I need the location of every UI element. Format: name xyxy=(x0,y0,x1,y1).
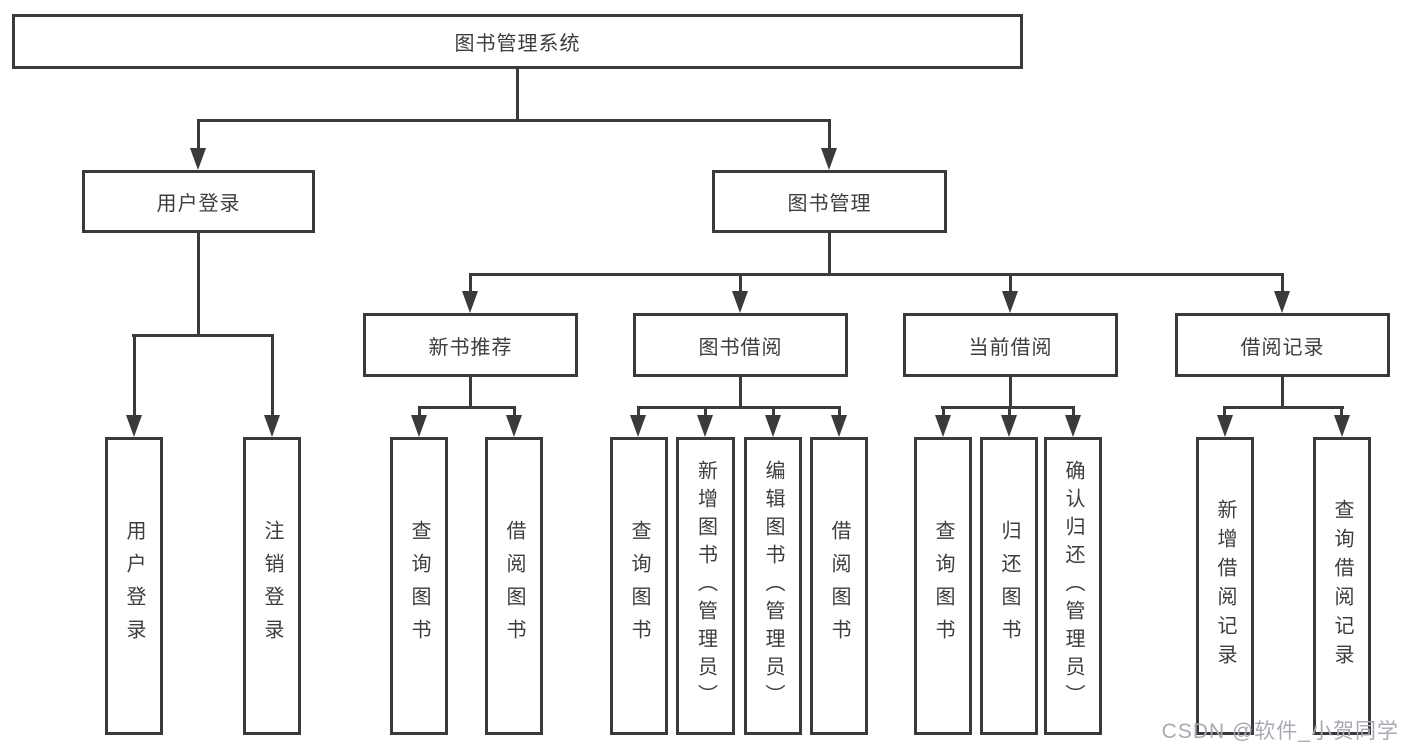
connector-stem xyxy=(1009,377,1012,409)
arrowhead-icon xyxy=(821,148,837,170)
connector-root-stem xyxy=(516,69,519,119)
connector-branch xyxy=(637,406,841,409)
connector-stem xyxy=(1009,273,1012,293)
node-book-borrow: 图书借阅 xyxy=(633,313,848,377)
leaf-add-book-admin-label: 新增图书（管理员） xyxy=(694,460,717,712)
arrowhead-icon xyxy=(831,415,847,437)
connector-stem xyxy=(739,377,742,409)
leaf-borrow-book-recommend: 借阅图书 xyxy=(485,437,543,735)
connector-stem xyxy=(637,406,640,419)
leaf-add-borrow-record: 新增借阅记录 xyxy=(1196,437,1254,735)
arrowhead-icon xyxy=(462,291,478,313)
connector-stem xyxy=(1340,406,1343,419)
connector-stem xyxy=(271,334,274,419)
arrowhead-icon xyxy=(411,415,427,437)
arrowhead-icon xyxy=(1217,415,1233,437)
connector-stem xyxy=(838,406,841,419)
connector-branch xyxy=(469,273,1284,276)
node-borrow-records-label: 借阅记录 xyxy=(1240,336,1325,359)
connector-root-branch xyxy=(197,119,831,122)
arrowhead-icon xyxy=(765,415,781,437)
leaf-query-borrow-record: 查询借阅记录 xyxy=(1313,437,1371,735)
arrowhead-icon xyxy=(630,415,646,437)
connector-stem xyxy=(772,406,775,419)
leaf-query-book-borrow-label: 查询图书 xyxy=(628,520,650,652)
leaf-logout-label: 注销登录 xyxy=(261,520,283,652)
node-user-login-label: 用户登录 xyxy=(156,193,241,215)
arrowhead-icon xyxy=(935,415,951,437)
node-book-management-label: 图书管理 xyxy=(787,193,872,215)
leaf-confirm-return-admin: 确认归还（管理员） xyxy=(1044,437,1102,735)
connector-stem xyxy=(828,119,831,150)
connector-stem xyxy=(828,233,831,276)
leaf-logout: 注销登录 xyxy=(243,437,301,735)
leaf-confirm-return-admin-label: 确认归还（管理员） xyxy=(1062,460,1084,712)
arrowhead-icon xyxy=(126,415,142,437)
connector-stem xyxy=(1281,377,1284,409)
arrowhead-icon xyxy=(264,415,280,437)
connector-stem xyxy=(704,406,707,419)
connector-branch xyxy=(418,406,516,409)
node-root-label: 图书管理系统 xyxy=(454,33,581,55)
connector-stem xyxy=(197,233,200,337)
watermark-text: CSDN @软件_小贺同学 xyxy=(1161,720,1399,743)
leaf-return-book-label: 归还图书 xyxy=(998,520,1020,652)
connector-stem xyxy=(942,406,945,419)
connector-stem xyxy=(1223,406,1226,419)
node-book-borrow-label: 图书借阅 xyxy=(698,336,783,359)
leaf-query-book-borrow: 查询图书 xyxy=(610,437,668,735)
leaf-user-login: 用户登录 xyxy=(105,437,163,735)
leaf-add-borrow-record-label: 新增借阅记录 xyxy=(1214,499,1236,673)
leaf-query-book-current-label: 查询图书 xyxy=(932,520,954,652)
connector-branch xyxy=(1223,406,1344,409)
leaf-user-login-label: 用户登录 xyxy=(123,520,145,652)
leaf-borrow-book-borrow: 借阅图书 xyxy=(810,437,868,735)
leaf-borrow-book-borrow-label: 借阅图书 xyxy=(828,520,850,652)
connector-stem xyxy=(469,377,472,409)
arrowhead-icon xyxy=(732,291,748,313)
arrowhead-icon xyxy=(1001,415,1017,437)
leaf-edit-book-admin-label: 编辑图书（管理员） xyxy=(762,460,784,712)
leaf-borrow-book-recommend-label: 借阅图书 xyxy=(503,520,525,652)
connector-stem xyxy=(1281,273,1284,293)
node-current-borrow-label: 当前借阅 xyxy=(968,336,1053,359)
leaf-edit-book-admin: 编辑图书（管理员） xyxy=(744,437,802,735)
leaf-query-book-recommend-label: 查询图书 xyxy=(408,520,430,652)
arrowhead-icon xyxy=(1065,415,1081,437)
connector-stem xyxy=(1008,406,1011,419)
leaf-add-book-admin: 新增图书（管理员） xyxy=(676,437,735,735)
arrowhead-icon xyxy=(1334,415,1350,437)
node-user-login: 用户登录 xyxy=(82,170,315,233)
node-borrow-records: 借阅记录 xyxy=(1175,313,1390,377)
connector-stem xyxy=(197,119,200,150)
leaf-query-book-recommend: 查询图书 xyxy=(390,437,448,735)
connector-stem xyxy=(469,273,472,293)
connector-stem xyxy=(1072,406,1075,419)
connector-stem xyxy=(418,406,421,419)
arrowhead-icon xyxy=(1002,291,1018,313)
connector-stem xyxy=(739,273,742,293)
arrowhead-icon xyxy=(506,415,522,437)
connector-stem xyxy=(133,334,136,419)
arrowhead-icon xyxy=(697,415,713,437)
node-current-borrow: 当前借阅 xyxy=(903,313,1118,377)
connector-branch xyxy=(132,334,274,337)
node-root: 图书管理系统 xyxy=(12,14,1023,69)
node-book-management: 图书管理 xyxy=(712,170,947,233)
arrowhead-icon xyxy=(190,148,206,170)
leaf-query-book-current: 查询图书 xyxy=(914,437,972,735)
leaf-return-book: 归还图书 xyxy=(980,437,1038,735)
leaf-query-borrow-record-label: 查询借阅记录 xyxy=(1331,499,1353,673)
connector-stem xyxy=(513,406,516,419)
node-new-book-recommend-label: 新书推荐 xyxy=(428,336,513,359)
arrowhead-icon xyxy=(1274,291,1290,313)
node-new-book-recommend: 新书推荐 xyxy=(363,313,578,377)
